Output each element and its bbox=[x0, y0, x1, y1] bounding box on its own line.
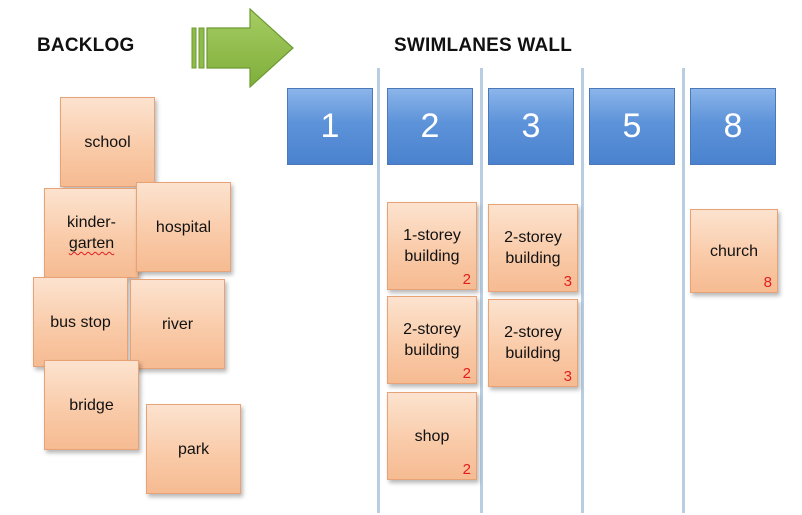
story-points-badge: 2 bbox=[462, 461, 471, 478]
card-label: river bbox=[161, 315, 194, 333]
card-label: school bbox=[84, 133, 131, 151]
story-points-badge: 2 bbox=[462, 271, 471, 288]
backlog-title: BACKLOG bbox=[37, 35, 135, 56]
card-label: 1-storey building bbox=[403, 225, 461, 267]
story-points-header-1: 1 bbox=[287, 88, 373, 165]
card-label-line2: garten bbox=[68, 235, 115, 252]
backlog-card-hospital[interactable]: hospital bbox=[136, 182, 231, 272]
card-label-line2: building bbox=[505, 250, 561, 267]
card-label: bridge bbox=[69, 396, 114, 414]
story-points-badge: 3 bbox=[563, 368, 572, 385]
card-label: shop bbox=[414, 427, 450, 445]
card-label: kinder- garten bbox=[67, 212, 116, 254]
lane-divider bbox=[377, 68, 380, 513]
story-points-badge: 2 bbox=[462, 365, 471, 382]
backlog-card-school[interactable]: school bbox=[60, 97, 155, 187]
lane-divider bbox=[581, 68, 584, 513]
backlog-card-kindergarten[interactable]: kinder- garten bbox=[44, 188, 139, 278]
card-label: park bbox=[177, 440, 210, 458]
card-label: church bbox=[709, 242, 759, 260]
lane2-card-2[interactable]: 2-storey building 2 bbox=[387, 296, 477, 384]
card-label-line1: 2-storey bbox=[504, 229, 562, 246]
card-label-line1: 1-storey bbox=[403, 227, 461, 244]
story-points-header-2: 2 bbox=[387, 88, 473, 165]
story-points-header-8: 8 bbox=[690, 88, 776, 165]
backlog-card-park[interactable]: park bbox=[146, 404, 241, 494]
card-label-line1: kinder- bbox=[67, 214, 116, 231]
card-label-line2: building bbox=[505, 345, 561, 362]
story-points-badge: 8 bbox=[763, 274, 772, 291]
card-label-line1: 2-storey bbox=[504, 324, 562, 341]
lane2-card-3[interactable]: shop 2 bbox=[387, 392, 477, 480]
card-label: hospital bbox=[155, 218, 212, 236]
lane-divider bbox=[480, 68, 483, 513]
story-points-header-5: 5 bbox=[589, 88, 675, 165]
card-label-line2: building bbox=[404, 248, 460, 265]
card-label: 2-storey building bbox=[403, 319, 461, 361]
card-label: 2-storey building bbox=[504, 227, 562, 269]
lane-divider bbox=[682, 68, 685, 513]
card-label-line2: building bbox=[404, 342, 460, 359]
story-points-header-3: 3 bbox=[488, 88, 574, 165]
backlog-card-bridge[interactable]: bridge bbox=[44, 360, 139, 450]
lane2-card-1[interactable]: 1-storey building 2 bbox=[387, 202, 477, 290]
card-label-line1: 2-storey bbox=[403, 321, 461, 338]
lane3-card-1[interactable]: 2-storey building 3 bbox=[488, 204, 578, 292]
backlog-card-bus-stop[interactable]: bus stop bbox=[33, 277, 128, 367]
lane3-card-2[interactable]: 2-storey building 3 bbox=[488, 299, 578, 387]
lane8-card-1[interactable]: church 8 bbox=[690, 209, 778, 293]
right-arrow-icon bbox=[191, 8, 294, 88]
card-label: 2-storey building bbox=[504, 322, 562, 364]
swimlanes-wall-title: SWIMLANES WALL bbox=[394, 35, 573, 56]
card-label: bus stop bbox=[50, 313, 111, 331]
story-points-badge: 3 bbox=[563, 273, 572, 290]
backlog-card-river[interactable]: river bbox=[130, 279, 225, 369]
